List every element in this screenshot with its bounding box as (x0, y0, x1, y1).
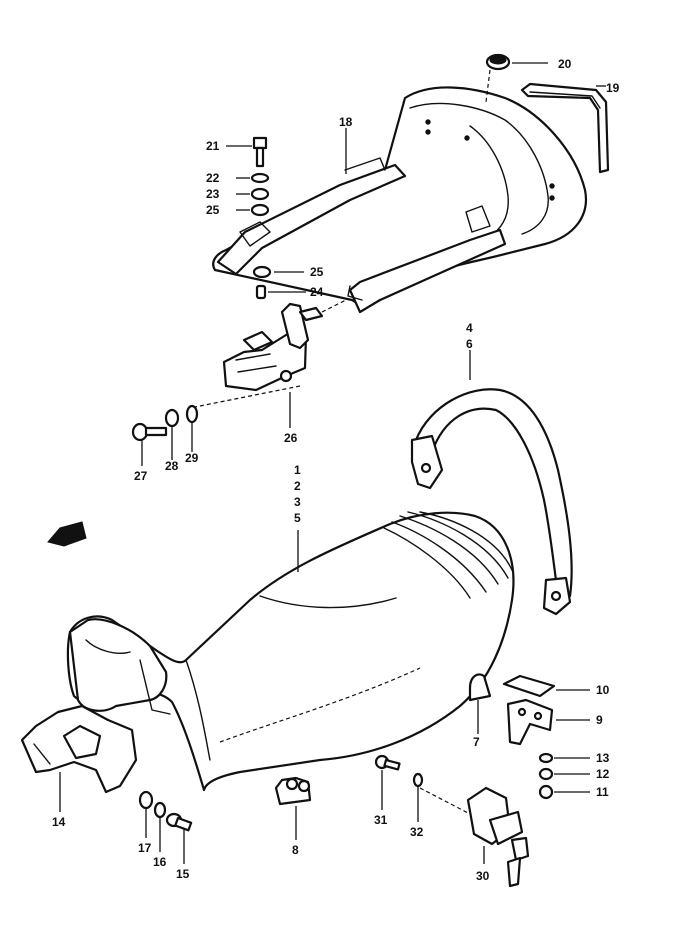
washer-12 (538, 767, 554, 781)
callout-4: 4 (466, 321, 473, 335)
callout-22: 22 (206, 171, 220, 185)
callout-18: 18 (339, 115, 353, 129)
bolt-27 (131, 422, 168, 442)
callout-24: 24 (310, 285, 324, 299)
washer-22 (250, 172, 270, 184)
nut-11 (538, 784, 554, 800)
cushion-7 (468, 673, 492, 702)
callout-27: 27 (134, 469, 148, 483)
callout-25-lower: 25 (310, 265, 324, 279)
seat-strap (410, 388, 573, 616)
hook-9 (506, 698, 554, 746)
callout-3: 3 (294, 495, 301, 509)
grommet (485, 53, 511, 71)
washer-17 (138, 790, 154, 810)
bolt-21 (252, 136, 268, 168)
callout-13: 13 (596, 751, 610, 765)
callouts: 20 19 18 21 22 23 25 25 24 4 6 26 27 28 … (52, 57, 620, 883)
hook-plate-10 (502, 674, 556, 698)
seat (66, 511, 515, 792)
seat-lock-cylinder (466, 786, 530, 888)
callout-25-upper: 25 (206, 203, 220, 217)
callout-5: 5 (294, 511, 301, 525)
callout-8: 8 (292, 843, 299, 857)
callout-31: 31 (374, 813, 388, 827)
callout-32: 32 (410, 825, 424, 839)
leader-lines (59, 62, 606, 864)
callout-26: 26 (284, 431, 298, 445)
front-arrow-icon (47, 521, 87, 547)
bolt-31 (374, 754, 401, 771)
trim-strip (520, 82, 610, 174)
washer-13 (538, 752, 554, 764)
callout-29: 29 (185, 451, 199, 465)
washer-28 (164, 408, 180, 428)
bolt-15 (165, 812, 193, 832)
callout-30: 30 (476, 869, 490, 883)
seat-lock-bracket (222, 302, 324, 392)
callout-9: 9 (596, 713, 603, 727)
callout-7: 7 (473, 735, 480, 749)
callout-21: 21 (206, 139, 220, 153)
callout-6: 6 (466, 337, 473, 351)
front-seat-bracket (20, 704, 138, 794)
tail-cover (212, 86, 588, 314)
callout-11: 11 (596, 785, 609, 799)
nut-25 (250, 203, 270, 217)
callout-14: 14 (52, 815, 66, 829)
collar-24 (255, 284, 267, 300)
washer-16 (153, 801, 167, 819)
callout-12: 12 (596, 767, 610, 781)
cushion-8 (274, 776, 312, 806)
callout-16: 16 (153, 855, 167, 869)
callout-1: 1 (294, 463, 301, 477)
callout-28: 28 (165, 459, 179, 473)
callout-17: 17 (138, 841, 152, 855)
callout-19: 19 (606, 81, 620, 95)
callout-10: 10 (596, 683, 610, 697)
washer-23 (250, 187, 270, 201)
nut-25-lower (252, 265, 272, 279)
callout-23: 23 (206, 187, 220, 201)
callout-15: 15 (176, 867, 190, 881)
callout-20: 20 (558, 57, 572, 71)
washer-32 (412, 772, 424, 788)
callout-2: 2 (294, 479, 301, 493)
washer-29 (185, 404, 199, 424)
